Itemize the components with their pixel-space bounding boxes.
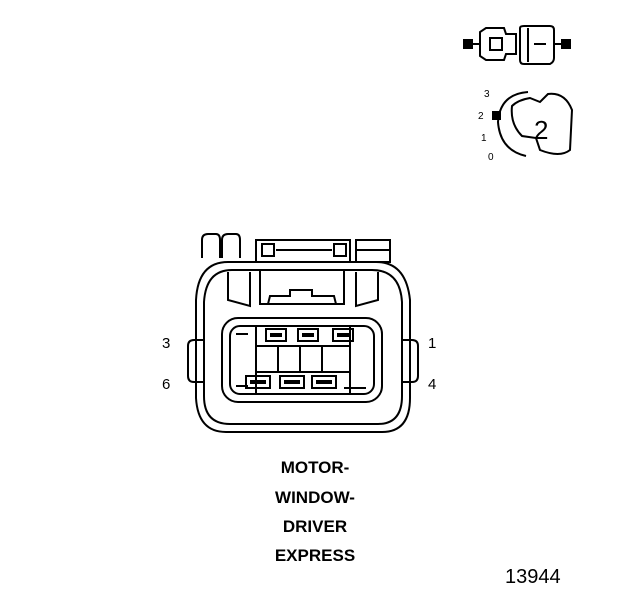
- pin-label-4: 4: [428, 376, 436, 393]
- key-scale-2: 2: [478, 111, 484, 122]
- pin-label-1: 1: [428, 335, 436, 352]
- pin-label-3: 3: [162, 335, 170, 352]
- key-scale-1: 1: [481, 133, 487, 144]
- pin-label-6: 6: [162, 376, 170, 393]
- key-position-icon: [492, 91, 574, 157]
- terminal-pin-4: [311, 375, 337, 389]
- key-scale-3: 3: [484, 89, 490, 100]
- connector-name-line-4: EXPRESS: [274, 546, 356, 565]
- terminal-pin-1: [332, 328, 354, 342]
- key-selected-number: 2: [534, 115, 548, 145]
- terminal-pin-3: [265, 328, 287, 342]
- connector-face: [187, 233, 419, 433]
- figure-id: 13944: [505, 566, 561, 588]
- terminal-pin-2: [297, 328, 319, 342]
- mating-orientation-icon: [463, 25, 571, 65]
- connector-name-line-2: WINDOW-: [275, 488, 355, 507]
- terminal-pin-6: [245, 375, 271, 389]
- terminal-row-bottom: [245, 375, 337, 389]
- terminal-pin-5: [279, 375, 305, 389]
- connector-name-line-3: DRIVER: [282, 517, 348, 536]
- terminal-row-top: [265, 328, 354, 342]
- connector-name-line-1: MOTOR-: [280, 458, 350, 477]
- key-scale-0: 0: [488, 152, 494, 163]
